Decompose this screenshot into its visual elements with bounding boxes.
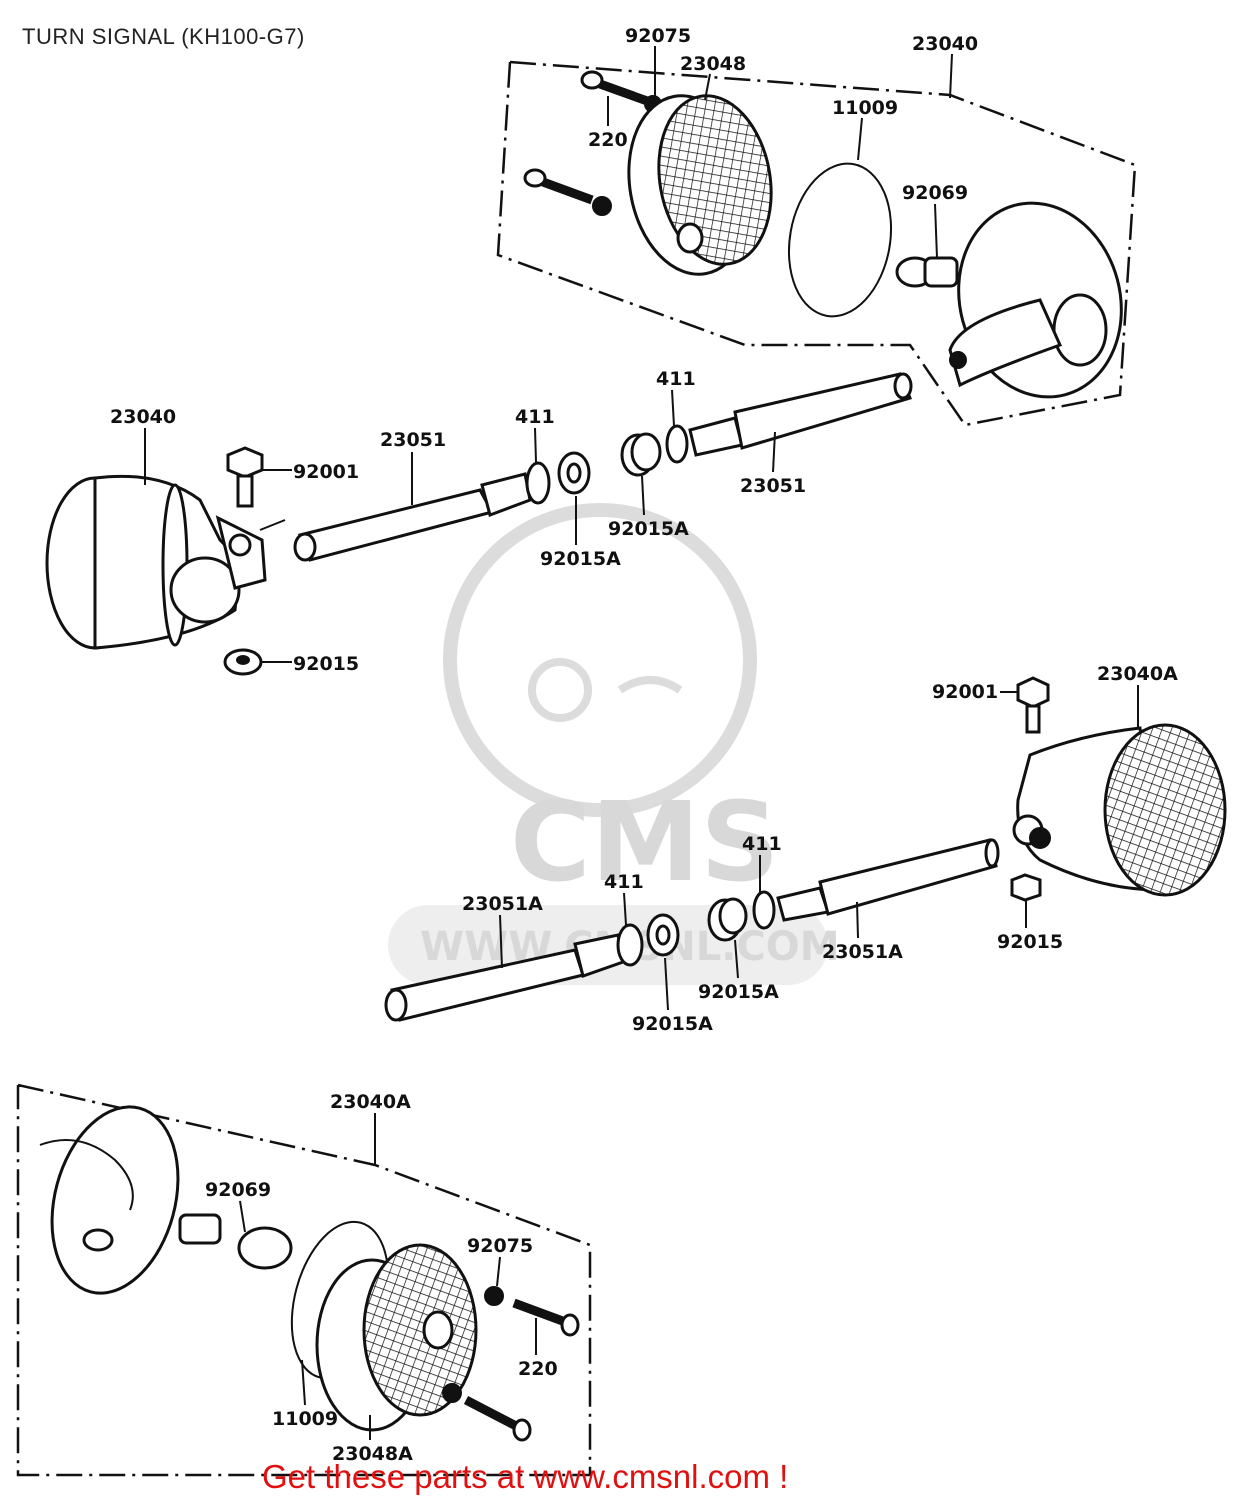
bottom-bulb [178, 1213, 293, 1270]
mid-nut-92015A [620, 432, 662, 477]
label-left-92001: 92001 [293, 461, 359, 483]
leader-low-23051A-left [499, 914, 503, 969]
left-washer-411 [525, 461, 551, 505]
watermark-logo: CMS [510, 778, 779, 906]
leader-low-92015A-b [664, 957, 669, 1011]
label-bot-23040A: 23040A [330, 1091, 411, 1113]
label-low-411a: 411 [604, 871, 644, 893]
right-turn-signal-housing [1012, 723, 1227, 897]
bottom-assembly-boundary [16, 1083, 592, 1477]
left-bolt-92001 [226, 446, 264, 508]
bottom-screw-upper [484, 1286, 580, 1337]
bottom-screw-lower [442, 1383, 532, 1442]
label-right-92001: 92001 [932, 681, 998, 703]
top-lens [627, 94, 773, 276]
left-turn-signal-housing [45, 474, 267, 650]
label-mid-92015A: 92015A [608, 518, 689, 540]
low-nut-92015A-a [646, 913, 680, 957]
page-title: TURN SIGNAL (KH100-G7) [22, 24, 305, 49]
label-low-92015A-a: 92015A [698, 981, 779, 1003]
leader-bot-92069 [239, 1200, 246, 1233]
low-washer-411b [752, 890, 776, 930]
left-nut-92015 [223, 648, 263, 676]
label-low-23051A-right: 23051A [822, 941, 903, 963]
label-top-23040: 23040 [912, 33, 978, 55]
label-top-220: 220 [588, 129, 628, 151]
top-screw-upper [580, 70, 662, 113]
top-bulb [895, 256, 959, 288]
right-stem-23051A [776, 838, 1000, 922]
leader-low-23051A-right [856, 901, 859, 939]
footer-cms-link[interactable]: Get these parts at www.cmsnl.com ! [262, 1458, 788, 1495]
leader-low-411a [623, 892, 627, 926]
label-bot-23048A: 23048A [332, 1443, 413, 1465]
label-bot-11009: 11009 [272, 1408, 338, 1430]
leader-bot-11009 [301, 1359, 306, 1406]
mid-washer-411 [665, 424, 689, 464]
left-stem-23051 [293, 472, 532, 562]
label-low-92015: 92015 [997, 931, 1063, 953]
low-left-stem-23051A [384, 933, 625, 1022]
watermark-mascot-eye [528, 658, 592, 722]
bottom-lens [315, 1243, 478, 1432]
low-washer-411a [616, 923, 644, 967]
label-top-92075: 92075 [625, 25, 691, 47]
label-bot-92075: 92075 [467, 1235, 533, 1257]
leader-mid-23051 [772, 431, 776, 473]
label-low-23051A-left: 23051A [462, 893, 543, 915]
leader-top-23040 [949, 53, 953, 99]
label-top-23048: 23048 [680, 53, 746, 75]
leader-mid-411 [671, 389, 675, 427]
watermark-mascot-wink [617, 676, 683, 694]
top-housing [948, 201, 1123, 399]
label-left-92015: 92015 [293, 653, 359, 675]
bottom-housing [39, 1105, 180, 1295]
right-nut-92015 [1010, 873, 1042, 902]
leader-mid-92015A [641, 475, 645, 516]
right-bolt-92001 [1016, 676, 1050, 734]
label-left-23040: 23040 [110, 406, 176, 428]
label-mid-23051: 23051 [740, 475, 806, 497]
left-nut-92015A [557, 451, 591, 495]
label-top-11009: 11009 [832, 97, 898, 119]
label-right-23040A: 23040A [1097, 663, 1178, 685]
label-bot-92069: 92069 [205, 1179, 271, 1201]
label-top-92069: 92069 [902, 182, 968, 204]
mid-stem-23051 [688, 372, 913, 457]
label-left-23051: 23051 [380, 429, 446, 451]
low-nut-92015A-b [707, 897, 748, 942]
label-left-92015A: 92015A [540, 548, 621, 570]
leader-top-23048 [704, 73, 711, 101]
top-assembly-boundary [496, 60, 1137, 427]
top-gasket-ring [787, 162, 893, 318]
leader-top-11009 [857, 117, 863, 161]
label-bot-220: 220 [518, 1358, 558, 1380]
label-low-411b: 411 [742, 833, 782, 855]
leader-top-92069 [934, 203, 938, 259]
top-screw-lower [523, 168, 612, 216]
watermark-mascot-head [443, 503, 757, 817]
label-left-411: 411 [515, 406, 555, 428]
label-low-92015A-b: 92015A [632, 1013, 713, 1035]
label-mid-411: 411 [656, 368, 696, 390]
leader-bot-92075 [496, 1256, 501, 1287]
left-spring-clip [259, 519, 286, 531]
leader-low-92015A-a [734, 939, 739, 979]
leader-left-411 [534, 427, 537, 463]
